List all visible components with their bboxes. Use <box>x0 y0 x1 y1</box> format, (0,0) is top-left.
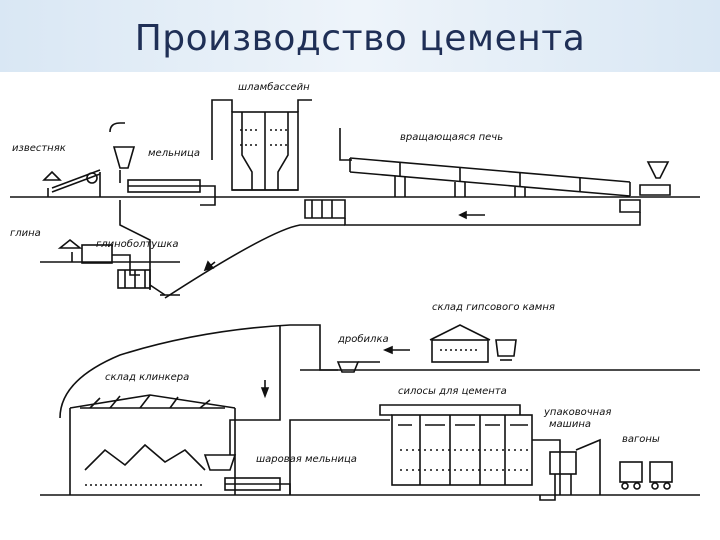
label-clinker-store: склад клинкера <box>105 372 189 383</box>
rotary-kiln <box>339 128 671 213</box>
label-wagons: вагоны <box>622 434 660 445</box>
packing-machine <box>532 438 601 501</box>
title-banner: Производство цемента <box>0 0 720 72</box>
slurry-pipeline <box>119 200 345 299</box>
clinker-pipeline <box>59 324 338 455</box>
label-machine: машина <box>549 419 591 430</box>
feed-hopper <box>109 122 136 183</box>
diagram-labels: шламбассейн вращающаяся печь известняк м… <box>10 81 660 465</box>
label-limestone: известняк <box>12 143 66 154</box>
limestone-feeder <box>42 169 101 197</box>
page-title: Производство цемента <box>134 18 586 59</box>
label-slurry-basin: шламбассейн <box>238 81 310 93</box>
label-packing: упаковочная <box>543 407 611 418</box>
slurry-basin <box>211 99 346 219</box>
ground-lines <box>10 196 700 496</box>
label-ball-mill: шаровая мельница <box>256 454 357 465</box>
label-rotary-kiln: вращающаяся печь <box>400 132 503 143</box>
cement-silos <box>289 404 533 495</box>
clinker-warehouse <box>69 394 236 495</box>
crusher <box>336 345 410 373</box>
label-mill: мельница <box>148 148 200 159</box>
railway-wagons <box>619 461 673 490</box>
label-crusher: дробилка <box>337 333 389 345</box>
tube-mill <box>127 179 216 206</box>
kiln-return-pipe <box>344 210 641 226</box>
gypsum-store <box>429 324 517 363</box>
label-silos: силосы для цемента <box>398 386 507 397</box>
clay-mixer <box>57 238 180 296</box>
label-clay: глина <box>10 228 41 239</box>
label-clay-mixer: глиноболтушка <box>96 238 179 250</box>
label-gypsum-store: склад гипсового камня <box>432 302 555 313</box>
